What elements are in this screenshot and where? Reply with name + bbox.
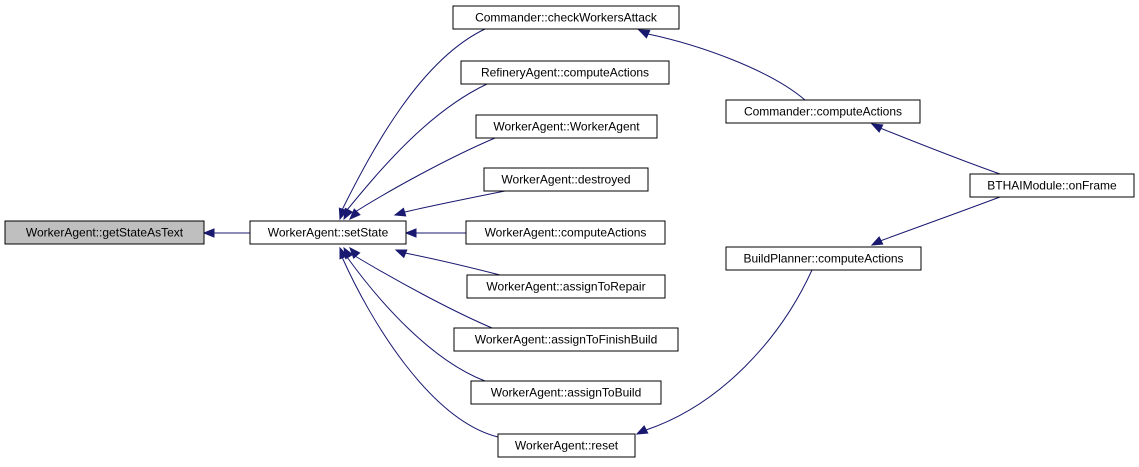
edge-line (404, 252, 501, 276)
node-checkWorkersAttack[interactable]: Commander::checkWorkersAttack (452, 5, 680, 30)
edge-line (404, 190, 506, 213)
node-box[interactable] (483, 167, 649, 192)
node-box[interactable] (465, 220, 666, 245)
node-box[interactable] (470, 380, 662, 405)
node-onFrame[interactable]: BTHAIModule::onFrame (969, 173, 1135, 198)
node-label: WorkerAgent::assignToBuild (491, 386, 642, 400)
edge-arrowhead (635, 425, 649, 435)
node-label: BuildPlanner::computeActions (743, 252, 903, 266)
edge-assignToBuild-to-setState (343, 246, 486, 382)
node-label: WorkerAgent::assignToFinishBuild (475, 333, 658, 347)
edge-destroyed-to-setState (393, 190, 506, 217)
node-workerCtor[interactable]: WorkerAgent::WorkerAgent (475, 114, 658, 139)
edge-arrowhead (870, 123, 884, 133)
edge-arrowhead (202, 228, 215, 238)
edge-reset-to-setState (339, 246, 499, 438)
edge-workerCompute-to-setState (404, 228, 466, 238)
node-box[interactable] (452, 5, 680, 30)
node-commanderCompute[interactable]: Commander::computeActions (725, 99, 921, 124)
node-box[interactable] (249, 220, 407, 245)
node-box[interactable] (475, 114, 658, 139)
node-box[interactable] (4, 220, 205, 245)
edge-arrowhead (394, 249, 408, 259)
edge-onFrame-to-commanderCompute (870, 123, 1001, 175)
edge-arrowhead (637, 29, 651, 39)
node-label: Commander::computeActions (744, 105, 902, 119)
edge-buildPlannerCompute-to-reset (635, 269, 813, 435)
node-label: WorkerAgent::getStateAsText (26, 226, 184, 240)
edge-line (354, 255, 493, 329)
node-label: WorkerAgent::assignToRepair (486, 280, 645, 294)
node-refineryCompute[interactable]: RefineryAgent::computeActions (460, 60, 670, 85)
edges-layer (202, 28, 1001, 438)
node-destroyed[interactable]: WorkerAgent::destroyed (483, 167, 649, 192)
edge-line (879, 196, 1001, 242)
node-box[interactable] (497, 433, 636, 458)
node-label: BTHAIModule::onFrame (987, 179, 1117, 193)
edge-line (346, 83, 488, 211)
edge-workerCtor-to-setState (349, 137, 496, 220)
node-getStateAsText[interactable]: WorkerAgent::getStateAsText (4, 220, 205, 245)
edge-line (341, 28, 486, 211)
edge-checkWorkersAttack-to-setState (338, 28, 486, 221)
node-reset[interactable]: WorkerAgent::reset (497, 433, 636, 458)
edge-arrowhead (349, 208, 361, 220)
node-label: WorkerAgent::reset (515, 439, 619, 453)
edge-assignToRepair-to-setState (394, 249, 501, 276)
edge-line (341, 256, 499, 438)
node-assignToRepair[interactable]: WorkerAgent::assignToRepair (466, 274, 666, 299)
node-box[interactable] (460, 60, 670, 85)
edge-arrowhead (393, 207, 407, 217)
edge-arrowhead (349, 246, 361, 259)
edge-assignToFinishBuild-to-setState (349, 246, 493, 329)
node-buildPlannerCompute[interactable]: BuildPlanner::computeActions (725, 246, 922, 271)
node-box[interactable] (725, 99, 921, 124)
edge-arrowhead (339, 246, 349, 260)
edge-line (647, 33, 806, 101)
node-box[interactable] (466, 274, 666, 299)
edge-setState-to-getStateAsText (202, 228, 250, 238)
node-label: WorkerAgent::computeActions (485, 226, 647, 240)
node-label: RefineryAgent::computeActions (481, 66, 649, 80)
node-label: Commander::checkWorkersAttack (475, 11, 658, 25)
node-box[interactable] (969, 173, 1135, 198)
node-box[interactable] (453, 327, 679, 352)
edge-line (346, 256, 486, 382)
edge-arrowhead (870, 236, 884, 246)
edge-onFrame-to-buildPlannerCompute (870, 196, 1001, 246)
edge-commanderCompute-to-checkWorkersAttack (637, 29, 806, 101)
node-setState[interactable]: WorkerAgent::setState (249, 220, 407, 245)
node-label: WorkerAgent::setState (268, 226, 389, 240)
edge-line (354, 137, 496, 213)
node-workerCompute[interactable]: WorkerAgent::computeActions (465, 220, 666, 245)
node-label: WorkerAgent::WorkerAgent (493, 120, 640, 134)
edge-refineryCompute-to-setState (343, 83, 488, 221)
node-label: WorkerAgent::destroyed (501, 173, 630, 187)
node-assignToFinishBuild[interactable]: WorkerAgent::assignToFinishBuild (453, 327, 679, 352)
edge-arrowhead (404, 228, 417, 238)
edge-line (879, 127, 1001, 175)
node-assignToBuild[interactable]: WorkerAgent::assignToBuild (470, 380, 662, 405)
node-box[interactable] (725, 246, 922, 271)
edge-arrowhead (343, 207, 354, 221)
edge-line (645, 269, 813, 431)
